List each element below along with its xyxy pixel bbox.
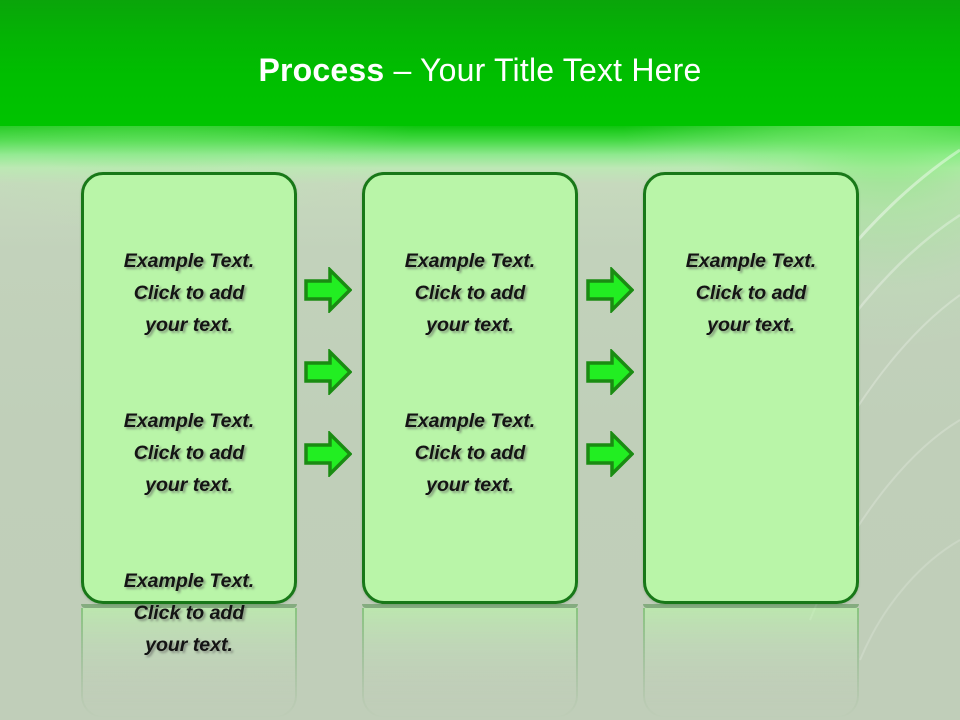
process-box-3-paragraph-1: Example Text. Click to add your text.	[685, 250, 817, 336]
box-reflection-3	[643, 608, 859, 718]
page-title-rest: – Your Title Text Here	[384, 52, 702, 88]
box-reflection-lip-3	[643, 604, 859, 608]
arrow-right-icon-2-1[interactable]	[586, 267, 634, 313]
process-box-1[interactable]: Example Text. Click to add your text. Ex…	[81, 172, 297, 656]
box-reflection-lip-1	[81, 604, 297, 608]
process-box-1-text: Example Text. Click to add your text. Ex…	[94, 213, 284, 693]
arrow-right-icon-1-2[interactable]	[304, 349, 352, 395]
page-title-strong: Process	[258, 52, 385, 88]
box-reflection-lip-2	[362, 604, 578, 608]
arrow-right-icon-1-3[interactable]	[304, 431, 352, 477]
process-box-3[interactable]: Example Text. Click to add your text.	[643, 172, 859, 604]
box-reflection-1	[81, 608, 297, 718]
process-box-1-paragraph-3: Example Text. Click to add your text.	[123, 570, 255, 656]
arrow-right-icon-2-3[interactable]	[586, 431, 634, 477]
process-box-2-paragraph-1: Example Text. Click to add your text.	[404, 250, 536, 336]
page-title: Process – Your Title Text Here	[0, 50, 960, 90]
process-box-1-paragraph-2: Example Text. Click to add your text.	[123, 410, 255, 496]
process-box-2[interactable]: Example Text. Click to add your text. Ex…	[362, 172, 578, 604]
title-band	[0, 0, 960, 126]
arrow-right-icon-2-2[interactable]	[586, 349, 634, 395]
process-box-1-paragraph-1: Example Text. Click to add your text.	[123, 250, 255, 336]
arrow-right-icon-1-1[interactable]	[304, 267, 352, 313]
process-box-3-text: Example Text. Click to add your text.	[656, 213, 846, 373]
process-box-2-text: Example Text. Click to add your text. Ex…	[375, 213, 565, 533]
process-box-2-paragraph-2: Example Text. Click to add your text.	[404, 410, 536, 496]
box-reflection-2	[362, 608, 578, 718]
